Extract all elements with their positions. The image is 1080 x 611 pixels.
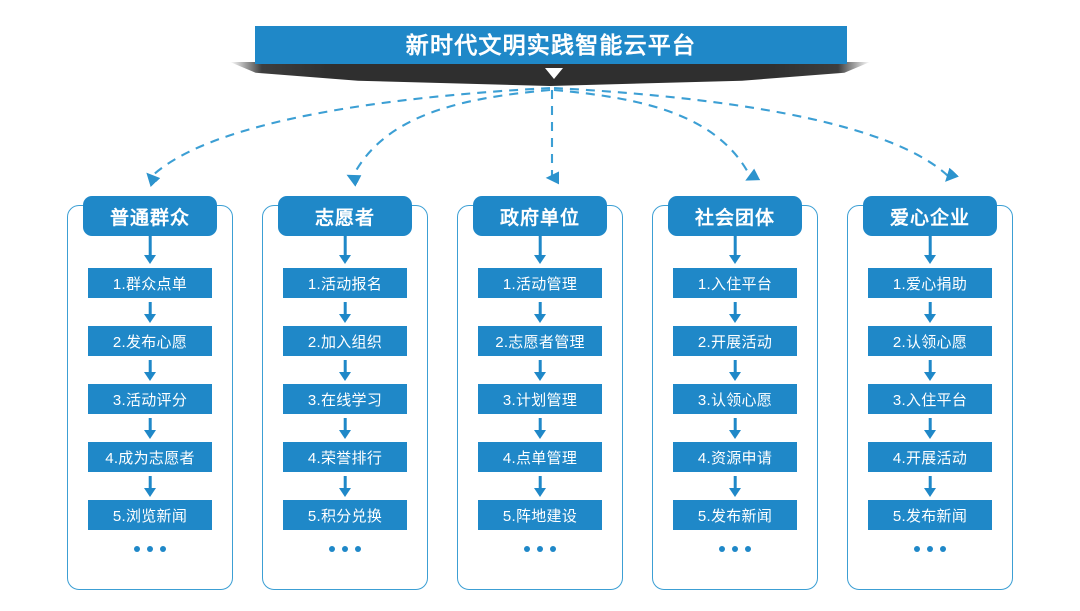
flow-arrow-icon — [923, 472, 937, 500]
flow-arrow-icon — [923, 356, 937, 384]
more-items-ellipsis-icon — [719, 546, 751, 552]
list-item[interactable]: 5.浏览新闻 — [88, 500, 212, 530]
list-item[interactable]: 2.发布心愿 — [88, 326, 212, 356]
flow-arrow-icon — [338, 472, 352, 500]
flow-arrow-icon — [338, 298, 352, 326]
column-body-5: 1.爱心捐助 2.认领心愿 3.入住平台 4.开展活动 5.发布新闻 — [848, 268, 1012, 552]
list-item[interactable]: 3.在线学习 — [283, 384, 407, 414]
connector-to-column-2 — [346, 88, 551, 187]
list-item[interactable]: 4.开展活动 — [868, 442, 992, 472]
list-item[interactable]: 5.积分兑换 — [283, 500, 407, 530]
role-column-volunteer[interactable]: 志愿者 1.活动报名 2.加入组织 3.在线学习 4.荣誉排行 5.积分兑换 — [262, 196, 428, 590]
list-item[interactable]: 4.荣誉排行 — [283, 442, 407, 472]
flow-arrow-icon — [143, 356, 157, 384]
connector-to-column-5 — [553, 86, 960, 182]
list-item[interactable]: 5.发布新闻 — [868, 500, 992, 530]
list-item[interactable]: 1.群众点单 — [88, 268, 212, 298]
more-items-ellipsis-icon — [914, 546, 946, 552]
column-header-2[interactable]: 志愿者 — [278, 196, 412, 236]
list-item[interactable]: 2.志愿者管理 — [478, 326, 602, 356]
flow-arrow-icon — [728, 414, 742, 442]
list-item[interactable]: 4.资源申请 — [673, 442, 797, 472]
list-item[interactable]: 3.计划管理 — [478, 384, 602, 414]
page-title: 新时代文明实践智能云平台 — [405, 31, 697, 58]
list-item[interactable]: 2.开展活动 — [673, 326, 797, 356]
column-body-1: 1.群众点单 2.发布心愿 3.活动评分 4.成为志愿者 5.浏览新闻 — [68, 268, 232, 552]
header-to-first-item-arrow-1 — [143, 234, 157, 268]
role-columns: 普通群众 1.群众点单 2.发布心愿 3.活动评分 4.成为志愿者 5.浏览新闻… — [0, 196, 1080, 595]
list-item[interactable]: 5.阵地建设 — [478, 500, 602, 530]
column-body-3: 1.活动管理 2.志愿者管理 3.计划管理 4.点单管理 5.阵地建设 — [458, 268, 622, 552]
list-item[interactable]: 4.点单管理 — [478, 442, 602, 472]
flow-arrow-icon — [338, 414, 352, 442]
flow-arrow-icon — [338, 356, 352, 384]
column-header-5[interactable]: 爱心企业 — [863, 196, 997, 236]
flow-arrow-icon — [923, 298, 937, 326]
flow-arrow-icon — [533, 298, 547, 326]
flow-arrow-icon — [728, 298, 742, 326]
flow-arrow-icon — [923, 414, 937, 442]
more-items-ellipsis-icon — [329, 546, 361, 552]
list-item[interactable]: 1.活动管理 — [478, 268, 602, 298]
flow-arrow-icon — [143, 298, 157, 326]
flow-arrow-icon — [143, 472, 157, 500]
connector-to-column-1 — [146, 86, 551, 187]
list-item[interactable]: 3.认领心愿 — [673, 384, 797, 414]
flow-arrow-icon — [728, 356, 742, 384]
header-to-first-item-arrow-2 — [338, 234, 352, 268]
column-header-4[interactable]: 社会团体 — [668, 196, 802, 236]
column-header-3[interactable]: 政府单位 — [473, 196, 607, 236]
more-items-ellipsis-icon — [524, 546, 556, 552]
more-items-ellipsis-icon — [134, 546, 166, 552]
list-item[interactable]: 3.入住平台 — [868, 384, 992, 414]
header-to-first-item-arrow-3 — [533, 234, 547, 268]
flow-arrow-icon — [143, 414, 157, 442]
flow-arrow-icon — [533, 356, 547, 384]
list-item[interactable]: 1.入住平台 — [673, 268, 797, 298]
list-item[interactable]: 1.爱心捐助 — [868, 268, 992, 298]
flow-arrow-icon — [533, 472, 547, 500]
column-header-1[interactable]: 普通群众 — [83, 196, 217, 236]
role-column-government-unit[interactable]: 政府单位 1.活动管理 2.志愿者管理 3.计划管理 4.点单管理 5.阵地建设 — [457, 196, 623, 590]
flow-arrow-icon — [533, 414, 547, 442]
list-item[interactable]: 2.加入组织 — [283, 326, 407, 356]
list-item[interactable]: 3.活动评分 — [88, 384, 212, 414]
role-column-social-group[interactable]: 社会团体 1.入住平台 2.开展活动 3.认领心愿 4.资源申请 5.发布新闻 — [652, 196, 818, 590]
role-column-charity-enterprise[interactable]: 爱心企业 1.爱心捐助 2.认领心愿 3.入住平台 4.开展活动 5.发布新闻 — [847, 196, 1013, 590]
list-item[interactable]: 4.成为志愿者 — [88, 442, 212, 472]
chevron-down-icon — [545, 68, 563, 79]
connector-to-column-4 — [553, 88, 761, 181]
platform-title-bar: 新时代文明实践智能云平台 — [255, 26, 847, 64]
column-body-4: 1.入住平台 2.开展活动 3.认领心愿 4.资源申请 5.发布新闻 — [653, 268, 817, 552]
title-banner: 新时代文明实践智能云平台 — [0, 0, 1080, 100]
flow-arrow-icon — [728, 472, 742, 500]
list-item[interactable]: 1.活动报名 — [283, 268, 407, 298]
role-column-general-public[interactable]: 普通群众 1.群众点单 2.发布心愿 3.活动评分 4.成为志愿者 5.浏览新闻 — [67, 196, 233, 590]
list-item[interactable]: 5.发布新闻 — [673, 500, 797, 530]
header-to-first-item-arrow-5 — [923, 234, 937, 268]
header-to-first-item-arrow-4 — [728, 234, 742, 268]
list-item[interactable]: 2.认领心愿 — [868, 326, 992, 356]
column-body-2: 1.活动报名 2.加入组织 3.在线学习 4.荣誉排行 5.积分兑换 — [263, 268, 427, 552]
